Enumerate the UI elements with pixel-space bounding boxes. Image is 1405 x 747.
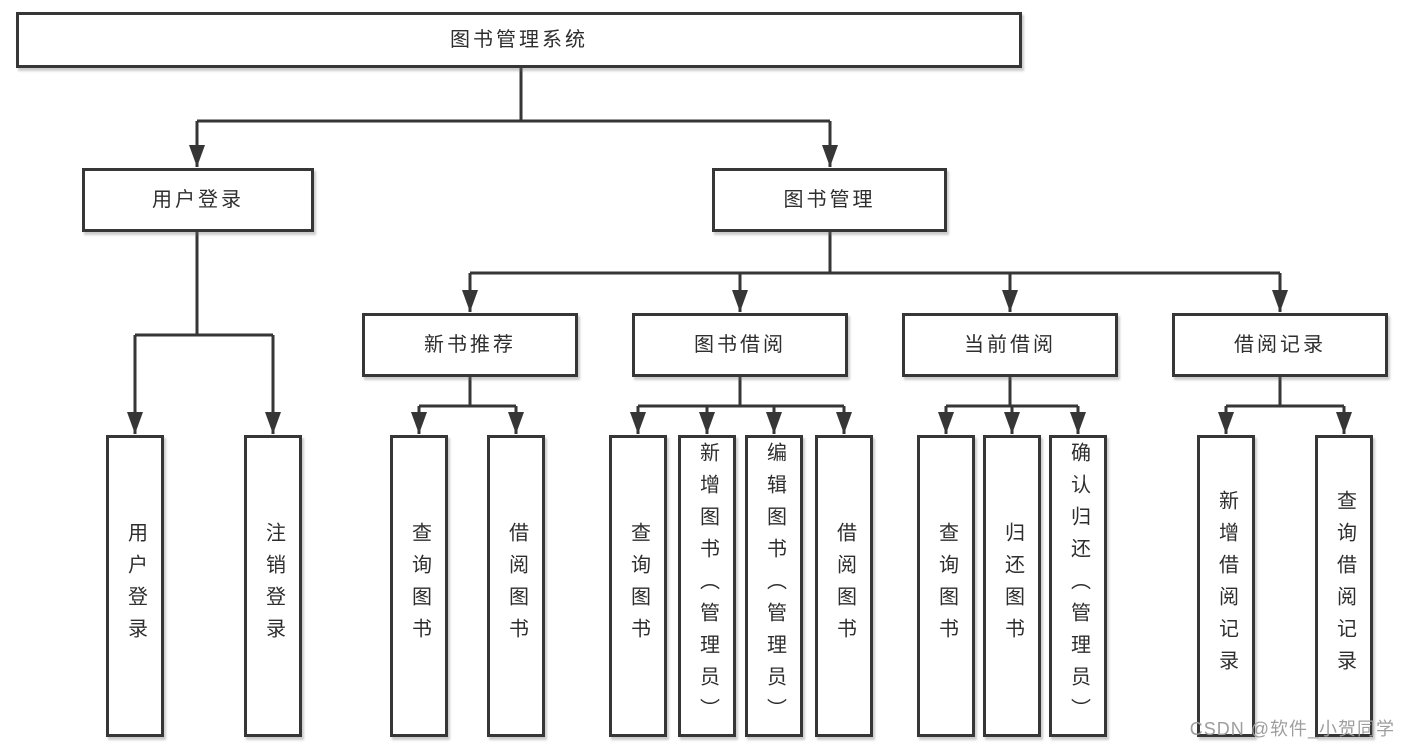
node-current-borrowing: 当前借阅 (902, 313, 1118, 377)
connector-currentborrow-to-leaves (938, 377, 1086, 434)
node-leaf-br-add-record: 新增借阅记录 (1197, 435, 1255, 737)
node-leaf-rec-borrow-books: 借阅图书 (487, 435, 545, 737)
node-leaf-bb-edit-books-admin: 编辑图书（管理员） (745, 435, 803, 737)
node-borrow-records: 借阅记录 (1172, 313, 1388, 377)
node-leaf-br-query-record: 查询借阅记录 (1315, 435, 1373, 737)
node-leaf-bb-query-books: 查询图书 (609, 435, 667, 737)
connector-root-to-level2 (189, 68, 838, 167)
node-leaf-cb-confirm-return-admin: 确认归还（管理员） (1049, 435, 1107, 737)
connector-newbooks-to-leaves (411, 377, 524, 434)
node-leaf-bb-add-books-admin: 新增图书（管理员） (678, 435, 736, 737)
node-library-system: 图书管理系统 (16, 12, 1022, 68)
node-leaf-cb-query-books: 查询图书 (917, 435, 975, 737)
node-book-management: 图书管理 (712, 168, 947, 232)
connector-bookmgmt-to-level3 (462, 232, 1288, 312)
watermark: CSDN @软件_小贺同学 (1189, 719, 1395, 739)
node-leaf-cb-return-books: 归还图书 (983, 435, 1041, 737)
node-leaf-logout-login: 注销登录 (244, 435, 302, 737)
connector-records-to-leaves (1218, 377, 1352, 434)
node-leaf-rec-query-books: 查询图书 (390, 435, 448, 737)
node-new-book-recommend: 新书推荐 (362, 313, 578, 377)
node-user-login: 用户登录 (82, 168, 314, 232)
node-leaf-user-login: 用户登录 (106, 435, 164, 737)
node-book-borrowing: 图书借阅 (632, 313, 848, 377)
connector-bookborrow-to-leaves (630, 377, 852, 434)
connector-userlogin-to-leaves (127, 232, 281, 434)
node-leaf-bb-borrow-books: 借阅图书 (815, 435, 873, 737)
